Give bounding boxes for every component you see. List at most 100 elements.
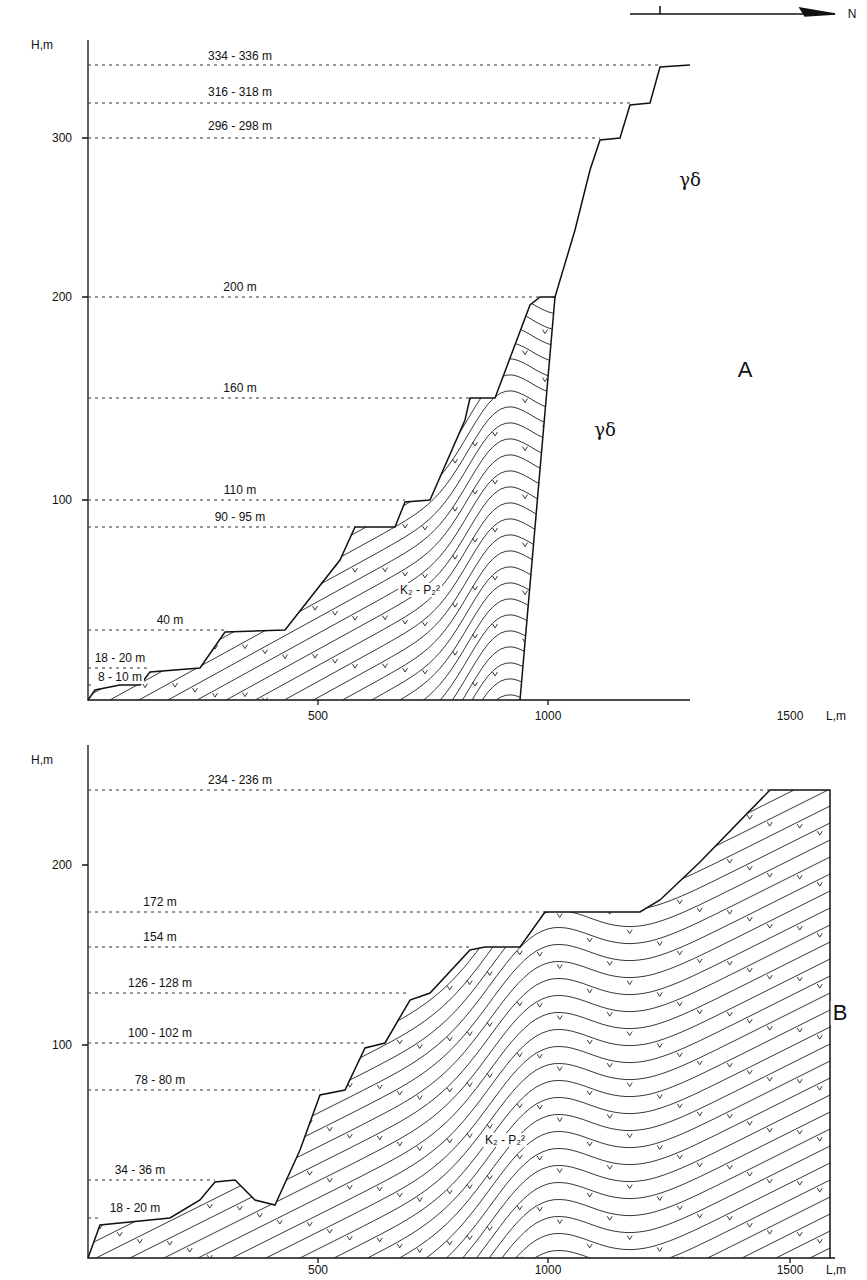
- volcanic-mark: [453, 843, 458, 847]
- bedding-line: [80, 480, 836, 858]
- volcanic-mark: [97, 919, 102, 923]
- volcanic-mark: [543, 618, 548, 622]
- volcanic-mark: [397, 1244, 402, 1248]
- volcanic-mark: [607, 1063, 612, 1067]
- volcanic-mark: [797, 977, 802, 981]
- terrace-level: 110 m: [222, 483, 258, 497]
- volcanic-mark: [243, 453, 248, 457]
- volcanic-mark: [677, 798, 682, 802]
- volcanic-mark: [837, 481, 842, 485]
- volcanic-mark: [423, 382, 428, 386]
- volcanic-mark: [333, 467, 338, 471]
- bedding-line: [80, 769, 836, 1147]
- bedding-line: [80, 631, 566, 925]
- volcanic-mark: [137, 831, 142, 835]
- volcanic-mark: [677, 543, 682, 547]
- volcanic-mark: [697, 1061, 702, 1065]
- volcanic-mark: [627, 1134, 632, 1138]
- volcanic-mark: [467, 1083, 472, 1087]
- volcanic-mark: [353, 712, 358, 716]
- volcanic-mark: [543, 522, 548, 526]
- volcanic-mark: [173, 731, 178, 735]
- volcanic-mark: [277, 1118, 282, 1122]
- volcanic-mark: [727, 961, 732, 965]
- volcanic-mark: [307, 1018, 312, 1022]
- volcanic-mark: [207, 1102, 212, 1106]
- terrace-level: 296 - 298 m: [206, 119, 274, 133]
- volcanic-mark: [453, 651, 458, 655]
- volcanic-mark: [487, 1175, 492, 1179]
- volcanic-mark: [423, 862, 428, 866]
- volcanic-mark: [173, 491, 178, 495]
- volcanic-mark: [123, 1063, 128, 1067]
- volcanic-mark: [353, 616, 358, 620]
- volcanic-mark: [123, 535, 128, 539]
- volcanic-mark: [557, 863, 562, 867]
- volcanic-mark: [727, 706, 732, 710]
- volcanic-mark: [627, 1032, 632, 1036]
- volcanic-mark: [173, 1019, 178, 1023]
- volcanic-mark: [837, 736, 842, 740]
- volcanic-mark: [797, 1079, 802, 1083]
- volcanic-mark: [817, 984, 822, 988]
- volcanic-mark: [377, 830, 382, 834]
- volcanic-mark: [697, 1010, 702, 1014]
- volcanic-mark: [677, 1257, 682, 1261]
- volcanic-mark: [467, 1185, 472, 1189]
- volcanic-mark: [523, 687, 528, 691]
- formation-label: K₂ - P₂²: [398, 583, 442, 597]
- volcanic-mark: [607, 655, 612, 659]
- volcanic-mark: [727, 1063, 732, 1067]
- volcanic-mark: [837, 532, 842, 536]
- volcanic-mark: [423, 622, 428, 626]
- terrace-level: 8 - 10 m: [96, 670, 144, 684]
- volcanic-mark: [403, 572, 408, 576]
- bedding-line: [80, 743, 566, 1037]
- volcanic-mark: [627, 879, 632, 883]
- volcanic-mark: [377, 1034, 382, 1038]
- volcanic-mark: [817, 1035, 822, 1039]
- volcanic-mark: [517, 849, 522, 853]
- volcanic-mark: [193, 544, 198, 548]
- volcanic-mark: [417, 943, 422, 947]
- volcanic-mark: [467, 1134, 472, 1138]
- volcanic-mark: [537, 1003, 542, 1007]
- terrace-level: 234 - 236 m: [206, 773, 274, 787]
- volcanic-mark: [697, 1112, 702, 1116]
- volcanic-mark: [517, 1257, 522, 1261]
- volcanic-mark: [333, 611, 338, 615]
- volcanic-mark: [383, 664, 388, 668]
- volcanic-mark: [167, 833, 172, 837]
- volcanic-mark: [187, 1248, 192, 1252]
- bedding-line: [80, 582, 836, 960]
- volcanic-mark: [587, 785, 592, 789]
- volcanic-mark: [697, 959, 702, 963]
- volcanic-mark: [837, 940, 842, 944]
- bedding-line: [80, 1143, 836, 1280]
- volcanic-mark: [307, 1069, 312, 1073]
- volcanic-mark: [607, 1267, 612, 1271]
- volcanic-mark: [797, 518, 802, 522]
- volcanic-mark: [207, 1153, 212, 1157]
- volcanic-mark: [767, 924, 772, 928]
- volcanic-mark: [383, 376, 388, 380]
- volcanic-mark: [797, 467, 802, 471]
- volcanic-mark: [277, 1169, 282, 1173]
- volcanic-mark: [283, 895, 288, 899]
- volcanic-mark: [123, 775, 128, 779]
- volcanic-mark: [453, 363, 458, 367]
- volcanic-mark: [557, 659, 562, 663]
- bedding-line: [80, 531, 836, 909]
- volcanic-mark: [543, 474, 548, 478]
- volcanic-mark: [453, 555, 458, 559]
- axis-tick: 1500: [775, 1263, 806, 1277]
- volcanic-mark: [377, 1238, 382, 1242]
- volcanic-mark: [587, 1091, 592, 1095]
- volcanic-mark: [383, 472, 388, 476]
- volcanic-mark: [837, 991, 842, 995]
- volcanic-mark: [277, 812, 282, 816]
- volcanic-mark: [143, 972, 148, 976]
- volcanic-mark: [243, 597, 248, 601]
- volcanic-mark: [467, 675, 472, 679]
- volcanic-mark: [543, 666, 548, 670]
